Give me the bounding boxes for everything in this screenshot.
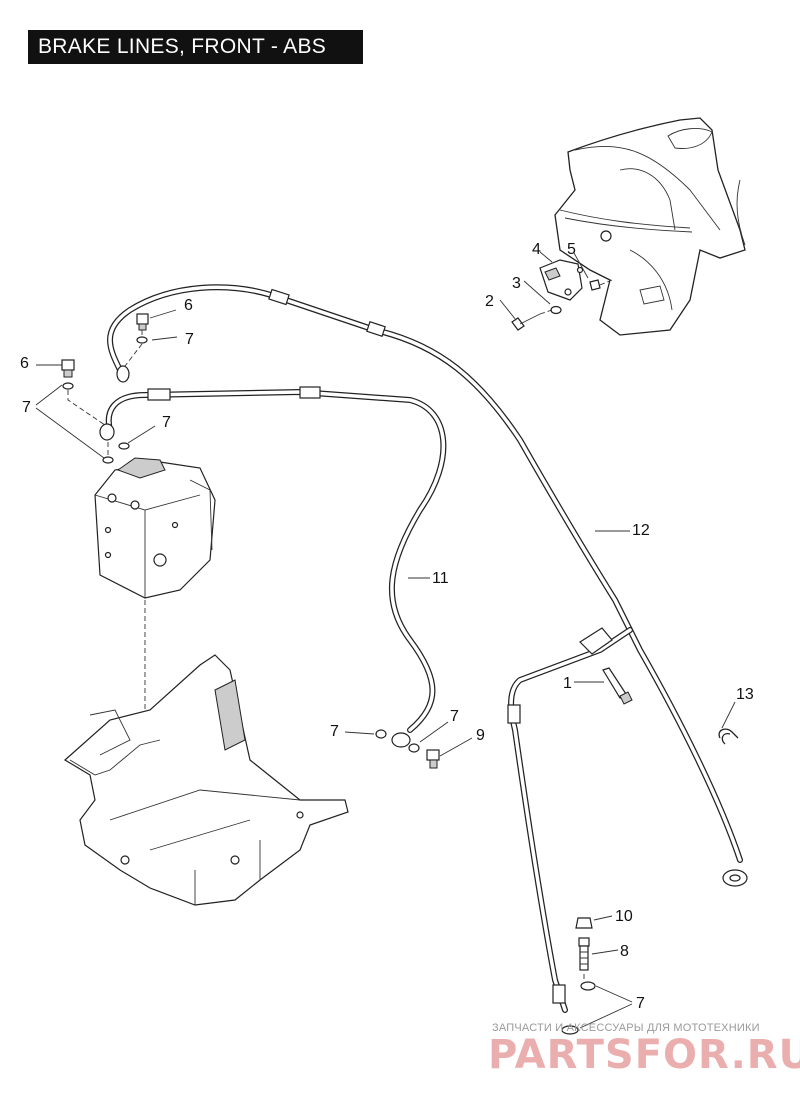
watermark-brand: PARTSFOR.RU	[488, 1032, 800, 1078]
washer-7-bottom-b	[561, 1025, 579, 1035]
washer-7-mid-b	[408, 743, 420, 753]
watermark-tagline: ЗАПЧАСТИ И АКСЕССУАРЫ ДЛЯ МОТОТЕХНИКИ	[492, 1022, 760, 1034]
callout-11: 11	[432, 570, 449, 587]
clip-13	[718, 728, 739, 745]
washer-7-bottom-a	[580, 981, 596, 991]
callout-7-bottom: 7	[636, 995, 645, 1012]
washer-7-lower-a	[62, 382, 74, 390]
callout-2: 2	[485, 293, 494, 310]
callout-13: 13	[736, 686, 754, 703]
callout-7-abs: 7	[162, 414, 171, 431]
callout-4: 4	[532, 241, 541, 258]
bolt-2	[511, 313, 541, 331]
callout-3: 3	[512, 275, 521, 292]
callout-9: 9	[476, 727, 485, 744]
callout-7-mid-left: 7	[330, 723, 339, 740]
cap-10	[575, 917, 593, 929]
banjo-fitting-lower	[99, 423, 115, 441]
callout-10: 10	[615, 908, 633, 925]
caliper-bracket	[539, 259, 584, 301]
abs-mounting-tray	[63, 654, 349, 906]
brake-line-11	[105, 386, 447, 748]
abs-module	[94, 457, 216, 599]
fork-steering-head	[554, 117, 746, 336]
brake-line-upper	[107, 284, 748, 887]
callout-7-upper: 7	[185, 331, 194, 348]
callout-12: 12	[632, 522, 650, 539]
callout-6-lower: 6	[20, 355, 29, 372]
callout-7-mid-right: 7	[450, 708, 459, 725]
washer-7-lower-b	[102, 456, 114, 464]
washer-7-mid-a	[375, 729, 387, 739]
bolt-1	[602, 667, 633, 705]
callout-5: 5	[567, 241, 576, 258]
callout-1: 1	[563, 675, 572, 692]
banjo-bolt-9	[426, 749, 440, 769]
banjo-bolt-6-upper	[136, 313, 149, 331]
brake-line-12-branch	[507, 627, 633, 1013]
callout-7-left: 7	[22, 399, 31, 416]
washer-3	[550, 305, 562, 315]
banjo-fitting-upper	[116, 365, 130, 383]
leader-lines	[35, 251, 736, 1029]
diagram-title: BRAKE LINES, FRONT - ABS	[28, 30, 363, 64]
bleeder-8	[578, 937, 590, 971]
callout-6-upper: 6	[184, 297, 193, 314]
banjo-bolt-6-lower	[61, 359, 75, 378]
pin-5	[589, 279, 601, 291]
washer-7-lower-c	[118, 442, 130, 450]
washer-7-upper	[136, 336, 148, 344]
callout-8: 8	[620, 943, 629, 960]
